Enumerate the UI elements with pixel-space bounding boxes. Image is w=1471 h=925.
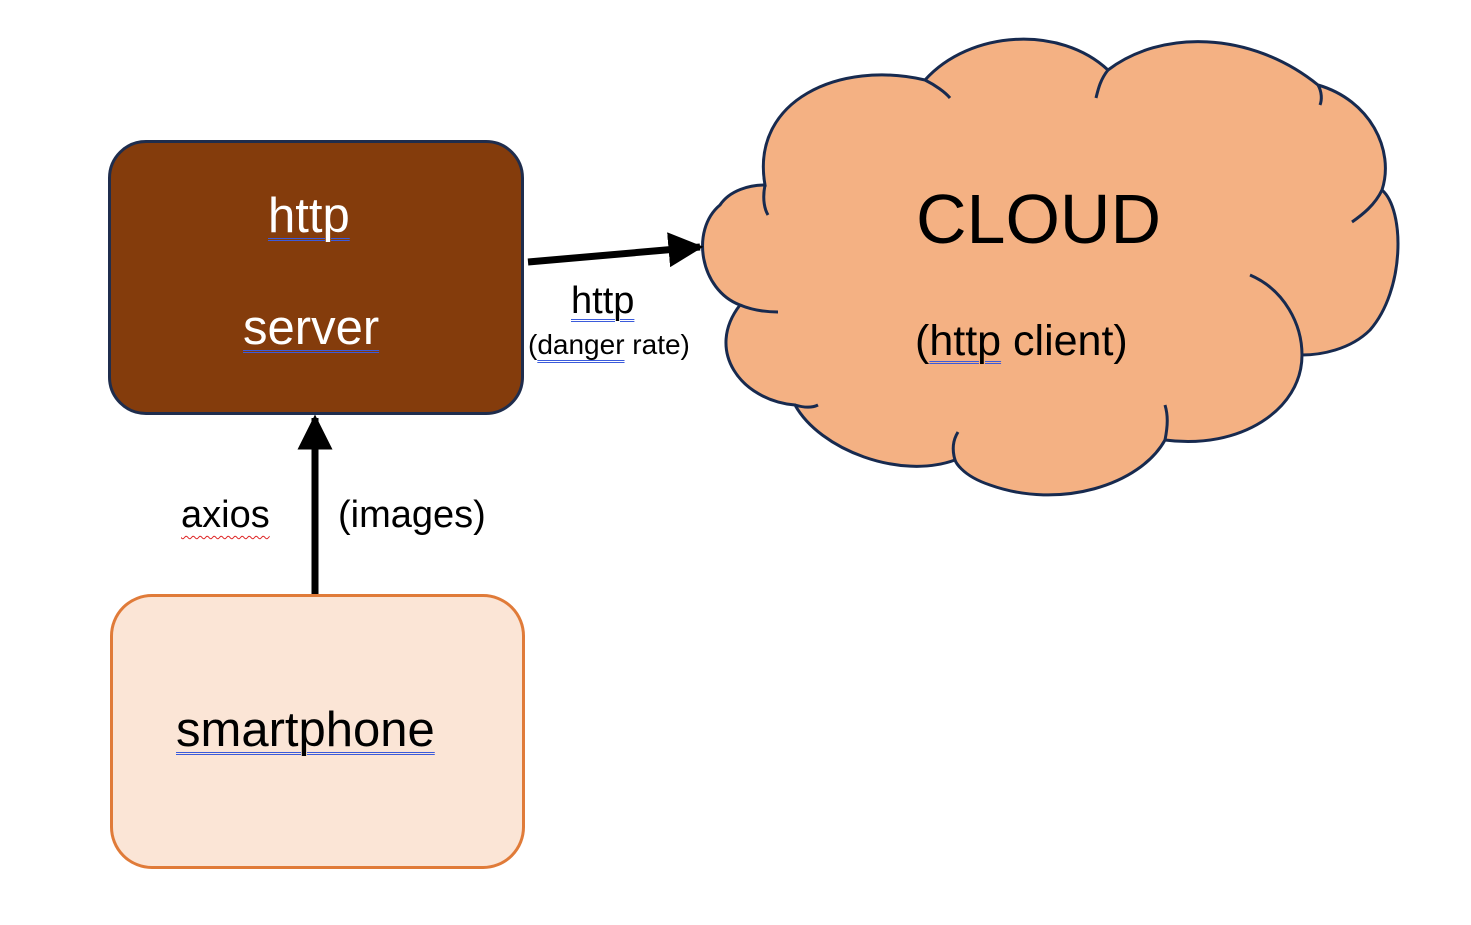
arrow-server-to-cloud [527, 232, 704, 268]
server-label-line2: server [243, 301, 380, 355]
http-server-box [108, 140, 524, 415]
edge-label-http: http [571, 280, 635, 322]
edge-label-axios: axios [181, 494, 270, 536]
edge-label-danger-pre: ( [528, 329, 538, 360]
cloud-subtitle-pre: ( [915, 317, 930, 365]
cloud-subtitle: (http client) [915, 320, 1128, 363]
edge-label-danger-word: danger [537, 329, 625, 360]
smartphone-label: smartphone [176, 703, 435, 757]
edge-label-danger-post: rate) [624, 329, 690, 360]
cloud-shape [701, 37, 1400, 497]
server-label-line1: http [268, 189, 350, 243]
edge-label-danger-rate: (danger rate) [528, 331, 690, 359]
smartphone-box [110, 594, 525, 869]
cloud-subtitle-post: client) [1001, 317, 1128, 365]
cloud-title: CLOUD [916, 180, 1162, 258]
edge-label-images: (images) [338, 494, 486, 536]
cloud-subtitle-word: http [929, 317, 1002, 365]
